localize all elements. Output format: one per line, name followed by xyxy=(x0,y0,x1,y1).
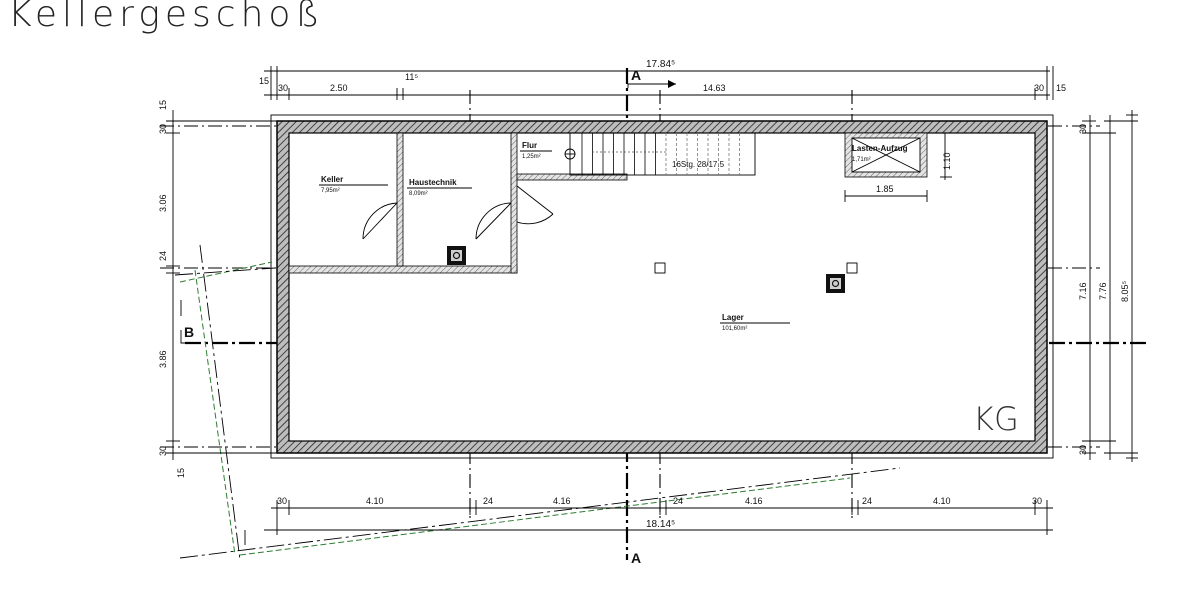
stair-label: 16Stg. 28/17.5 xyxy=(672,160,725,169)
room-haustechnik-area: 8,09m² xyxy=(409,191,428,197)
dim-bottom-w1: 24 xyxy=(483,496,493,506)
dim-left-h1: 3.06 xyxy=(158,194,168,212)
dim-left-top-15: 15 xyxy=(158,100,168,110)
dim-right-inner: 7.16 xyxy=(1078,282,1088,300)
dim-right-bot-30: 30 xyxy=(1078,445,1088,455)
dim-right-outer: 8.05⁵ xyxy=(1120,280,1130,302)
dims-top: 17.84⁵ 15 30 2.50 11⁵ 14.63 30 15 xyxy=(259,59,1066,100)
dims-bottom: 30 4.10 24 4.16 24 4.16 24 4.10 30 18.14… xyxy=(264,496,1053,535)
dims-left: 15 30 3.06 24 3.86 30 15 xyxy=(158,100,280,478)
room-flur-name: Flur xyxy=(522,141,537,150)
dim-bottom-w2: 24 xyxy=(673,496,683,506)
room-keller-area: 7,95m² xyxy=(321,188,340,194)
dim-top-small: 11⁵ xyxy=(405,72,418,82)
dim-right-top-30: 30 xyxy=(1078,124,1088,134)
dim-right-mid: 7.76 xyxy=(1098,282,1108,300)
dim-top-30-left: 30 xyxy=(278,83,288,93)
room-labels: Keller 7,95m² Haustechnik 8,09m² Flur 1,… xyxy=(319,141,908,332)
dim-bottom-wall-right: 30 xyxy=(1032,496,1042,506)
dim-left-h2: 3.86 xyxy=(158,350,168,368)
doors xyxy=(362,185,554,240)
section-a-top: A xyxy=(631,67,641,83)
dim-bottom-w3: 24 xyxy=(862,496,872,506)
room-aufzug-area: 1,71m² xyxy=(852,157,871,163)
section-markers xyxy=(180,80,676,344)
dim-top-15-right: 15 xyxy=(1056,83,1066,93)
room-lager-name: Lager xyxy=(722,313,744,322)
dim-bottom-seg2: 4.16 xyxy=(553,496,571,506)
dim-bottom-seg1: 4.10 xyxy=(366,496,384,506)
dims-elevator: 1.10 1.85 xyxy=(844,133,952,202)
dim-elevator-height: 1.10 xyxy=(942,152,952,170)
dim-top-overall: 17.84⁵ xyxy=(646,59,675,70)
room-haustechnik-name: Haustechnik xyxy=(409,178,457,187)
dim-elevator-width: 1.85 xyxy=(876,184,894,194)
dim-bottom-seg3: 4.16 xyxy=(745,496,763,506)
dim-left-top-30: 30 xyxy=(158,124,168,134)
plan-title: Kellergeschoß xyxy=(8,0,325,35)
dim-left-bot-15: 15 xyxy=(176,468,186,478)
chimney-haustechnik xyxy=(447,246,466,265)
dim-left-bot-30: 30 xyxy=(158,446,168,456)
neighbor-lines xyxy=(174,244,901,561)
chimney-lager xyxy=(826,274,845,293)
section-a-bottom: A xyxy=(631,550,641,566)
dim-bottom-wall-left: 30 xyxy=(277,496,287,506)
room-keller-name: Keller xyxy=(321,175,343,184)
section-b: B xyxy=(184,324,194,340)
dim-top-30-right: 30 xyxy=(1034,83,1044,93)
stair xyxy=(564,132,756,176)
dims-right: 30 7.16 7.76 8.05⁵ 30 xyxy=(1078,110,1138,462)
dim-top-15-left: 15 xyxy=(259,76,269,86)
walls xyxy=(270,114,1054,459)
dim-top-right-segment: 14.63 xyxy=(703,83,726,93)
floor-code: KG xyxy=(973,400,1019,438)
room-aufzug-name: Lasten-Aufzug xyxy=(852,144,908,153)
dim-bottom-overall: 18.14⁵ xyxy=(646,519,675,530)
dim-top-segment: 2.50 xyxy=(330,83,348,93)
dim-left-w: 24 xyxy=(158,251,168,261)
dim-bottom-seg4: 4.10 xyxy=(933,496,951,506)
room-lager-area: 101,60m² xyxy=(722,326,747,332)
columns xyxy=(654,262,858,274)
room-flur-area: 1,25m² xyxy=(522,154,541,160)
